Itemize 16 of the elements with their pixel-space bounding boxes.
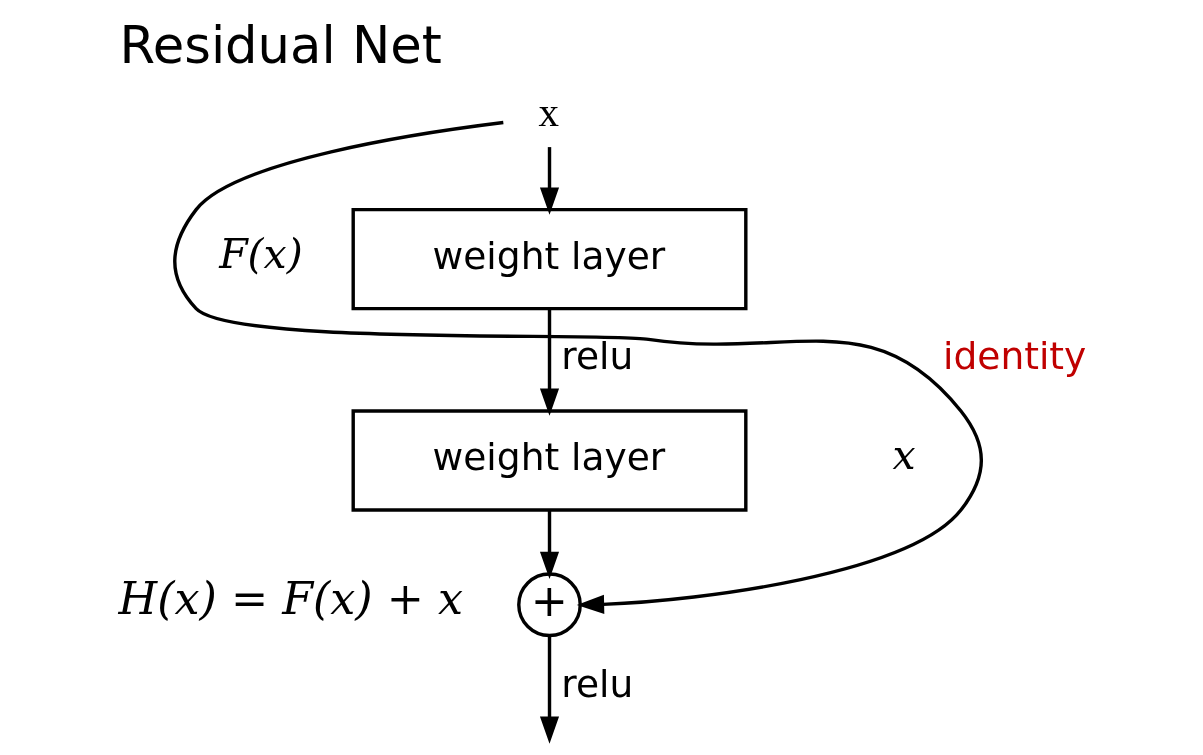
edge-label: identity [942, 334, 1086, 379]
label: F(x) [218, 229, 303, 278]
diagram-title: Residual Net [118, 14, 442, 75]
node-label: H(x) = F(x) + x [117, 572, 463, 624]
arrow [539, 510, 559, 579]
edge-label: relu [560, 662, 633, 707]
node-circle: + [516, 572, 582, 638]
node-box: weight layer [351, 409, 748, 512]
edge-label: relu [560, 334, 633, 379]
arrow [172, 120, 983, 614]
node-text: x [537, 89, 559, 136]
arrow [539, 308, 559, 416]
node-box: weight layer [351, 207, 748, 311]
label: x [892, 431, 916, 480]
arrow [539, 635, 559, 744]
arrow [539, 147, 559, 215]
